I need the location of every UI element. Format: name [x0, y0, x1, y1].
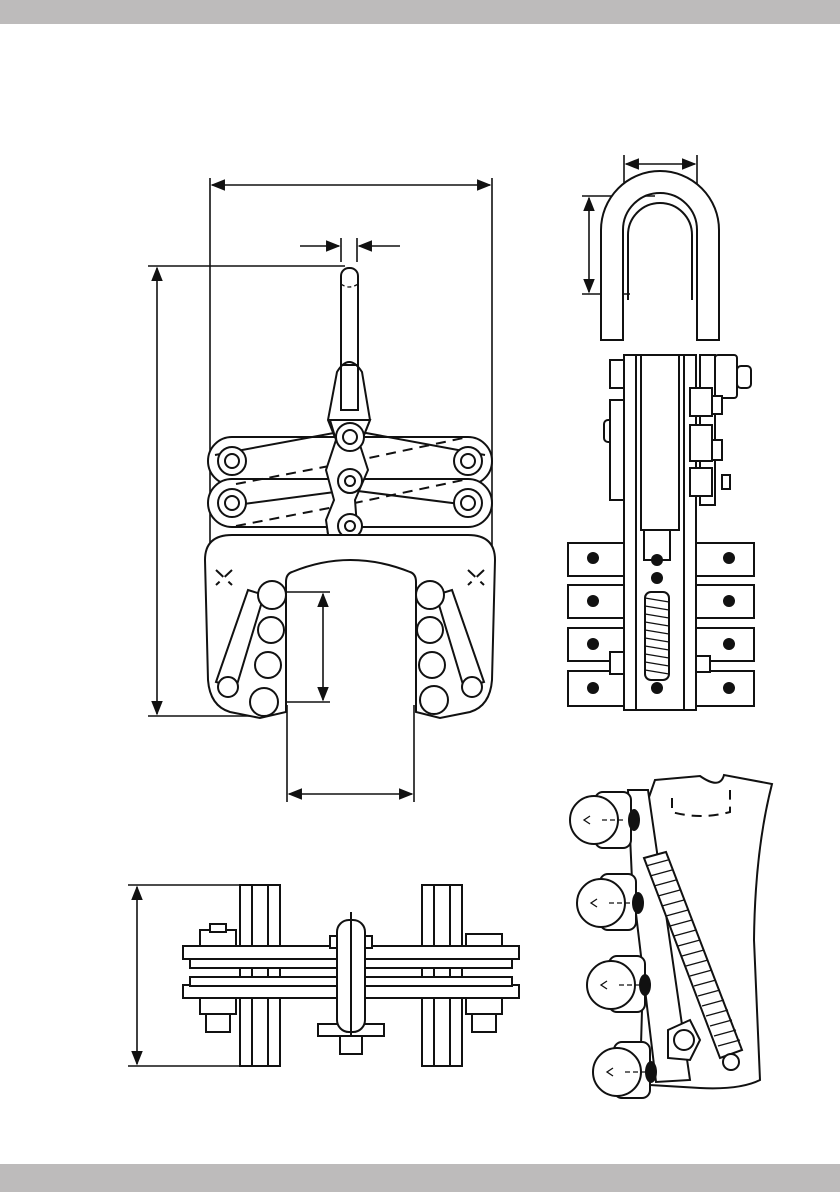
side-view	[568, 155, 754, 710]
shank-dimension	[300, 238, 400, 262]
front-view	[148, 178, 495, 802]
lifting-eye	[601, 171, 719, 340]
jaw-opening-dimension	[287, 705, 414, 802]
detail-view	[570, 775, 772, 1098]
top-view	[128, 885, 519, 1066]
depth-dimension	[128, 885, 240, 1066]
